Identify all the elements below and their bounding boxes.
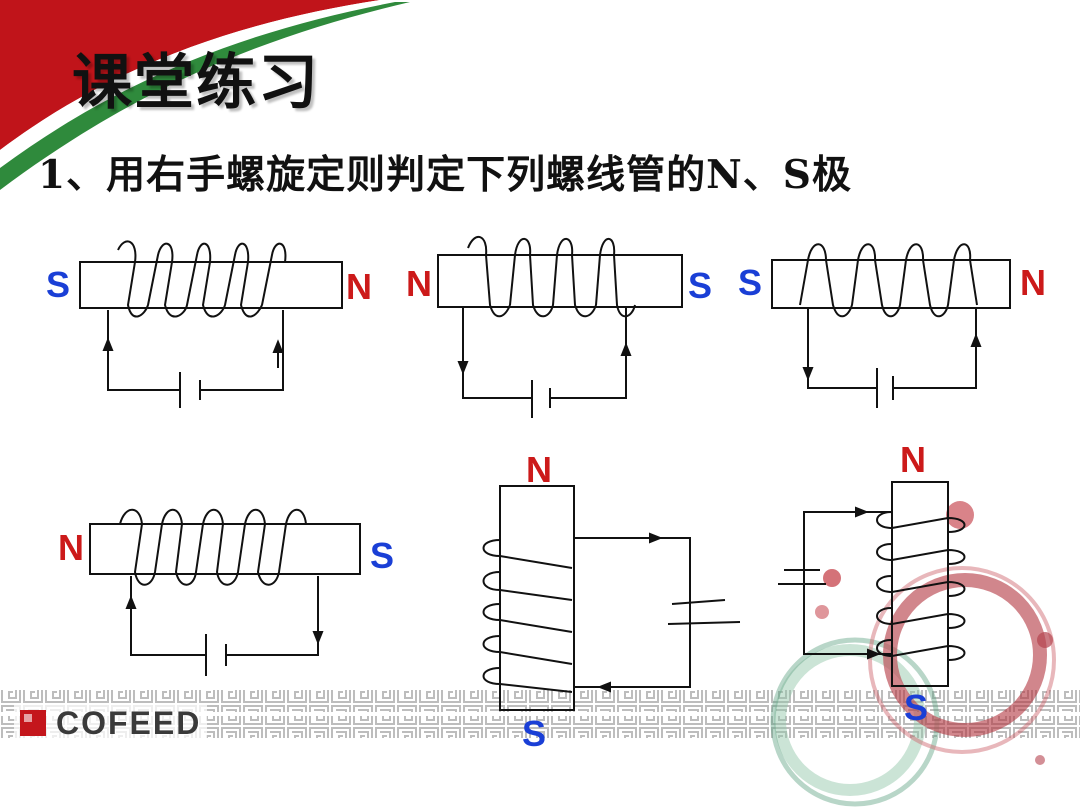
diagram-5-top-pole: N bbox=[526, 449, 552, 490]
diagram-6-top-pole: N bbox=[900, 439, 926, 480]
diagram-1-left-pole: S bbox=[46, 264, 71, 305]
diagram-2-left-pole: N bbox=[406, 263, 432, 304]
diagram-4-right-pole: S bbox=[370, 535, 395, 576]
slide-title: 课堂练习 bbox=[72, 48, 320, 118]
diagram-6-bottom-pole: S bbox=[904, 687, 929, 728]
solenoid-diagram-1 bbox=[79, 240, 343, 408]
solenoid-diagram-6 bbox=[778, 481, 966, 687]
border-pattern-bottom bbox=[0, 716, 1080, 738]
solenoid-diagram-4 bbox=[89, 508, 361, 676]
solenoid-diagram-2 bbox=[437, 236, 683, 418]
brand-mark-icon bbox=[20, 710, 46, 736]
question-text: 1、用右手螺旋定则判定下列螺线管的N、S极 bbox=[38, 152, 852, 198]
diagram-1-right-pole: N bbox=[346, 266, 372, 307]
border-pattern-top bbox=[0, 690, 1080, 712]
corner-decoration bbox=[0, 0, 410, 190]
brand-name: COFEED bbox=[56, 704, 202, 741]
diagram-2-right-pole: S bbox=[688, 265, 713, 306]
diagram-3-right-pole: N bbox=[1020, 262, 1046, 303]
diagram-5-bottom-pole: S bbox=[522, 713, 547, 754]
solenoid-diagram-5 bbox=[482, 485, 741, 711]
diagram-3-left-pole: S bbox=[738, 262, 763, 303]
brand-logo: COFEED bbox=[14, 704, 208, 741]
solenoid-diagram-3 bbox=[771, 243, 1011, 408]
diagram-4-left-pole: N bbox=[58, 527, 84, 568]
